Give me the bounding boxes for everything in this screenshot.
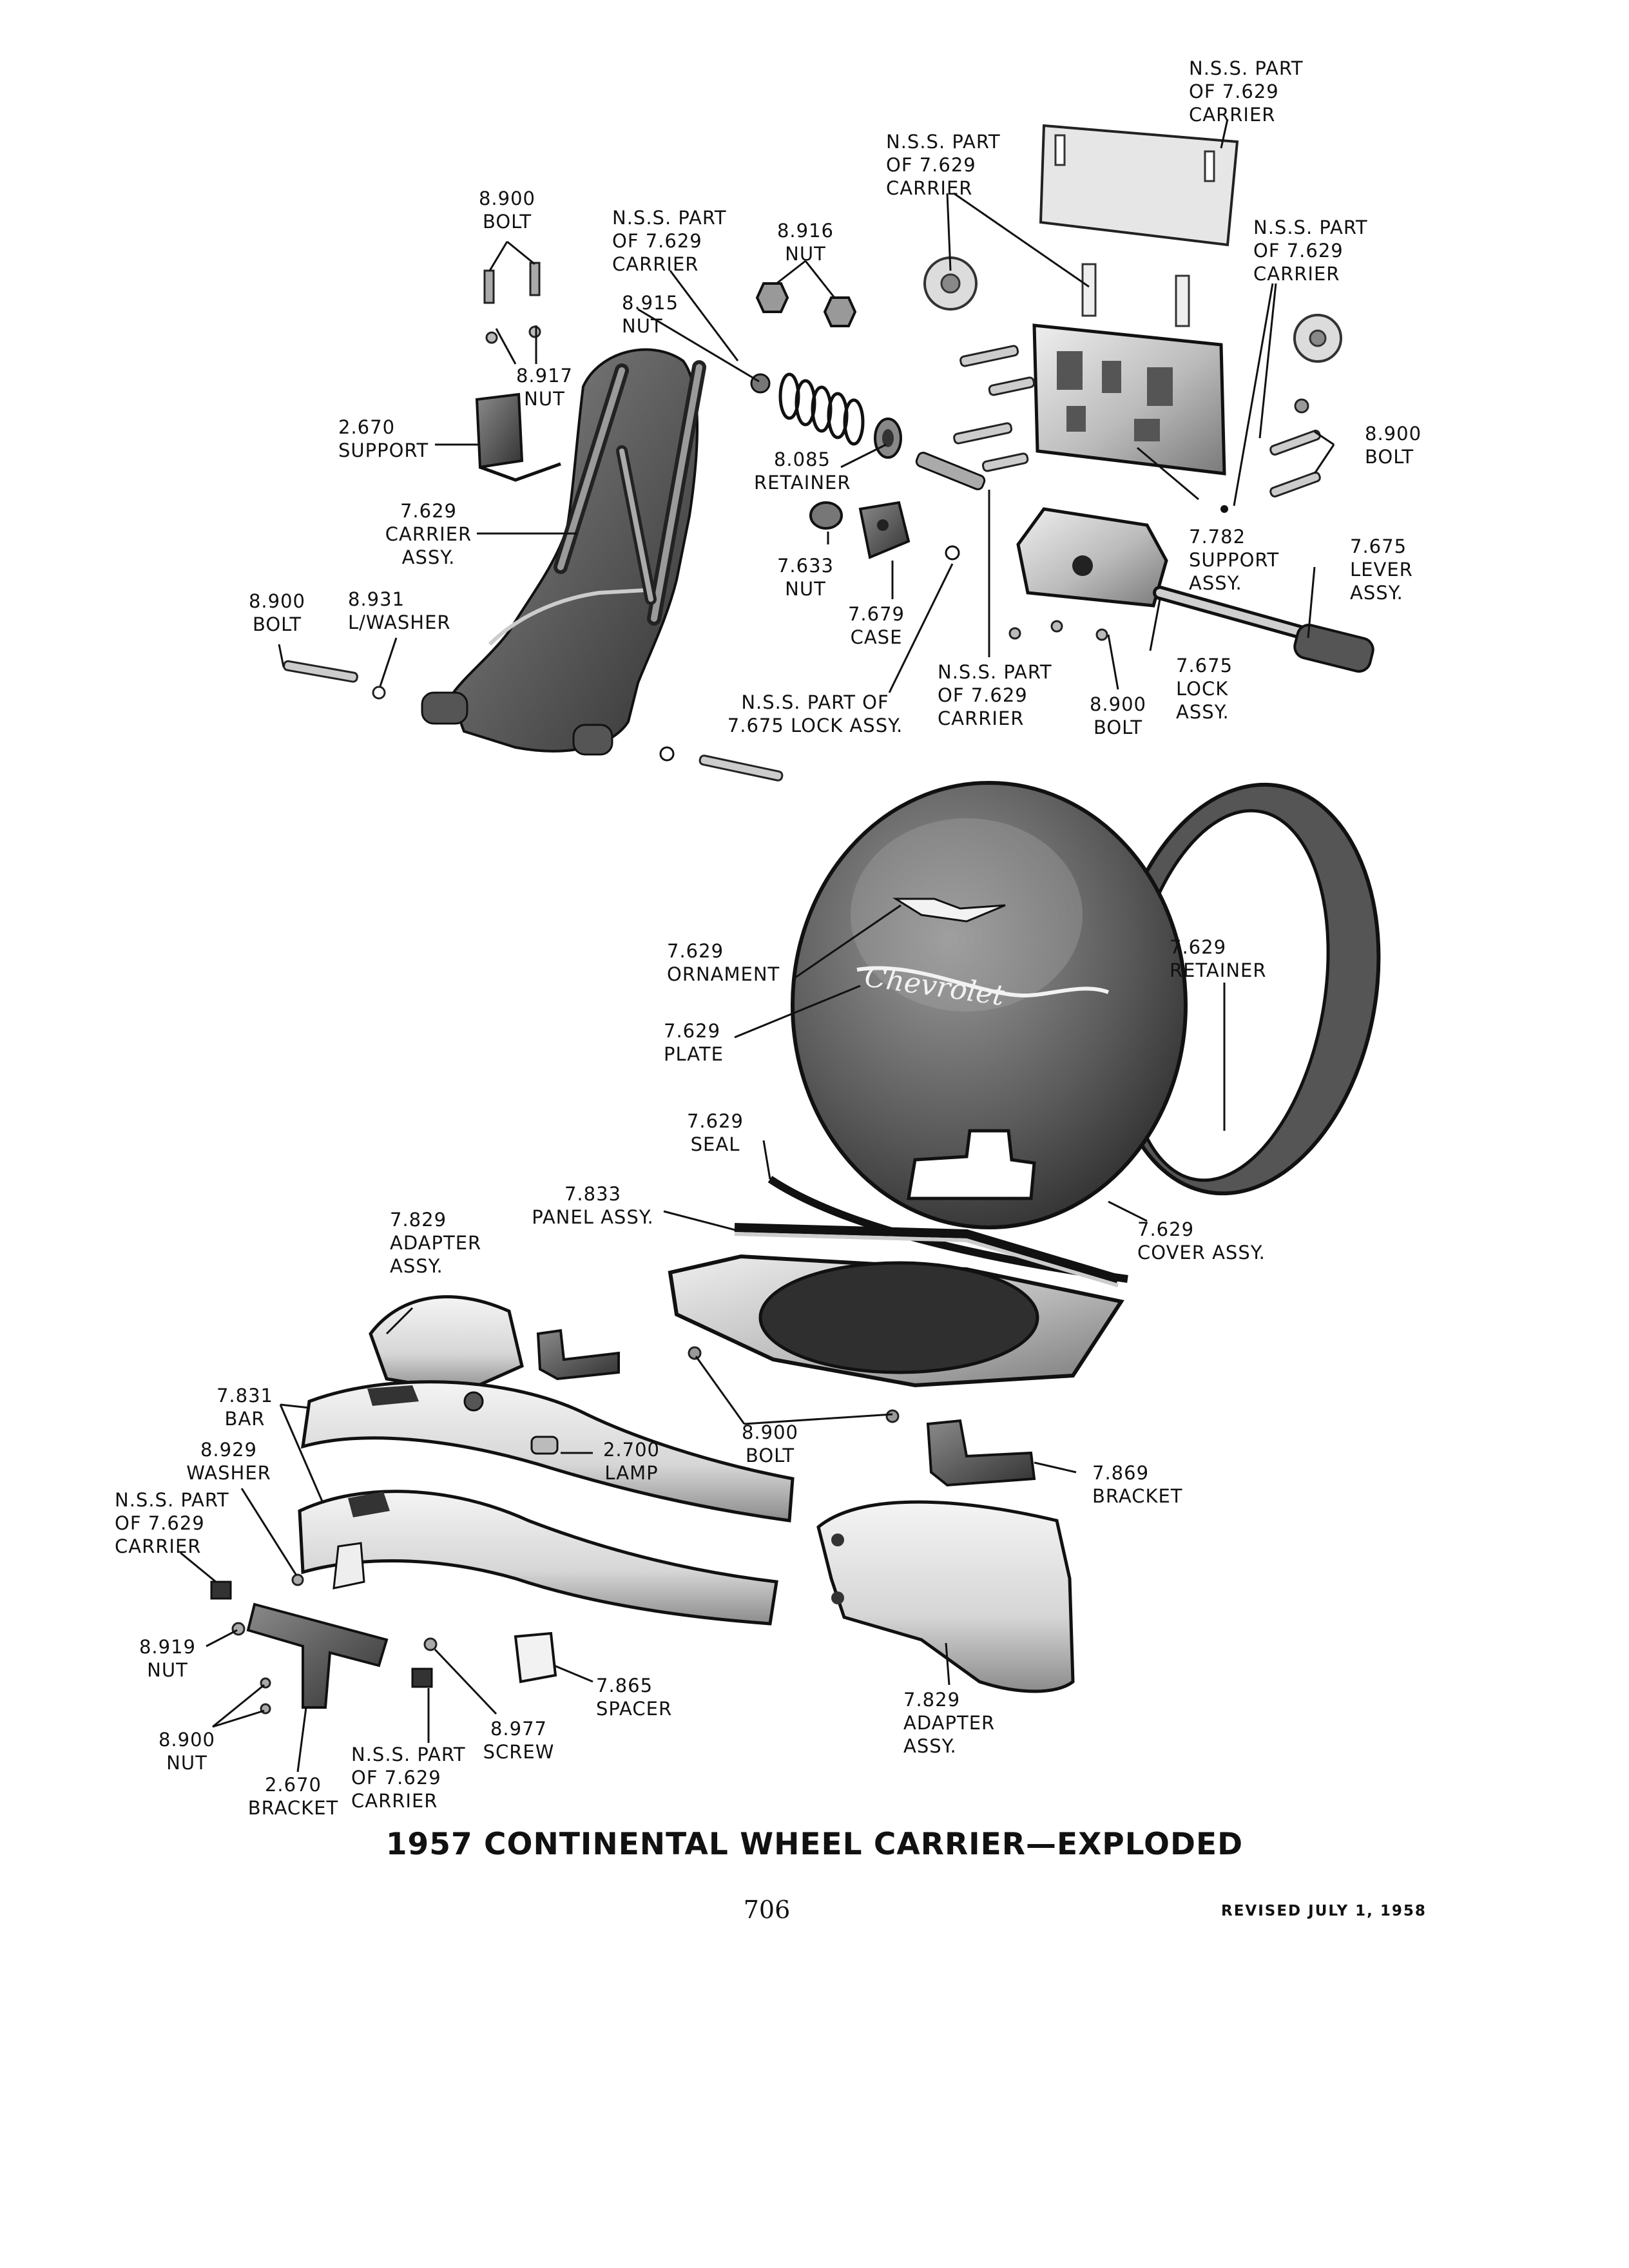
panel-assembly-7833 [668, 1223, 1124, 1388]
callout-label: 7.869 BRACKET [1092, 1462, 1183, 1507]
support-assy-7782-part [1032, 323, 1226, 476]
bar-7831-part [298, 1380, 795, 1626]
nut-8900-pair-part [260, 1677, 271, 1715]
bolts-right-stack [1220, 398, 1321, 513]
lock-washer-part [945, 545, 960, 561]
callout-label: N.S.S. PART OF 7.629 CARRIER [612, 207, 727, 275]
callout-label: 7.833 PANEL ASSY. [532, 1183, 654, 1228]
bolt-8900-pair-top [483, 262, 541, 304]
bracket-upper [536, 1329, 620, 1381]
spacer-strips [1081, 263, 1190, 327]
lamp-2700-part [530, 1436, 559, 1455]
leader-lines [180, 119, 1335, 1773]
callout-label: 7.829 ADAPTER ASSY. [903, 1689, 996, 1757]
revision-note: REVISED JULY 1, 1958 [1221, 1903, 1427, 1919]
nut-7633-part [809, 501, 843, 530]
nut-8917-pair [485, 325, 541, 344]
callout-label: N.S.S. PART OF 7.629 CARRIER [1253, 216, 1368, 285]
callout-label: 8.900 BOLT [478, 187, 536, 233]
lock-assembly-7675-part [1008, 507, 1374, 673]
callout-label: 2.670 BRACKET [247, 1774, 339, 1819]
callout-label: 7.629 SEAL [686, 1110, 744, 1155]
callout-label: N.S.S. PART OF 7.629 CARRIER [351, 1744, 466, 1812]
callout-label: 7.633 NUT [776, 555, 834, 600]
bracket-7869-part [926, 1419, 1036, 1487]
bracket-2670-part [246, 1602, 389, 1709]
callout-label: 8.900 NUT [158, 1729, 216, 1774]
callout-label: 7.675 LEVER ASSY. [1350, 535, 1413, 604]
carrier-plate-top [1039, 124, 1239, 247]
callout-label: 8.917 NUT [516, 365, 574, 410]
spacer-small [333, 1542, 365, 1590]
nut-8916-pair [755, 282, 857, 327]
adapter-assembly-7829-bottom-part [816, 1500, 1075, 1693]
bolts-left-stack [953, 345, 1036, 472]
callout-label: 7.629 COVER ASSY. [1137, 1218, 1266, 1264]
callout-label: 7.629 PLATE [664, 1020, 724, 1065]
callout-label: 7.675 LOCK ASSY. [1176, 655, 1233, 723]
nut-8919-part [231, 1622, 246, 1636]
lock-rod [915, 452, 986, 490]
callout-label: 8.900 BOLT [1365, 423, 1422, 468]
callout-label: 8.900 BOLT [741, 1421, 799, 1466]
callout-label: N.S.S. PART OF 7.675 LOCK ASSY. [727, 691, 903, 736]
callout-label: 7.629 CARRIER ASSY. [385, 500, 472, 568]
callout-label: 2.700 LAMP [602, 1439, 660, 1484]
callout-label: 7.629 RETAINER [1170, 936, 1267, 981]
cover-assembly-7629: Chevrolet [791, 781, 1381, 1229]
pin-bottom [699, 754, 784, 782]
callout-label: 8.919 NUT [139, 1636, 197, 1681]
callout-label: 8.915 NUT [622, 292, 679, 337]
callout-label: N.S.S. PART OF 7.629 CARRIER [1189, 57, 1304, 126]
adapter-assembly-7829-top-part [369, 1295, 524, 1394]
disc-left [923, 256, 978, 311]
callout-label: N.S.S. PART OF 7.629 CARRIER [938, 661, 1052, 729]
disc-right [1293, 314, 1342, 363]
panel-bolt-hole [885, 1409, 900, 1423]
callout-label: 7.782 SUPPORT ASSY. [1189, 526, 1280, 594]
figure-title: 1957 CONTINENTAL WHEEL CARRIER—EXPLODED [385, 1827, 1244, 1862]
callout-label: 7.829 ADAPTER ASSY. [390, 1209, 482, 1277]
support-2670-part [475, 392, 561, 482]
carrier-clip-bottom [411, 1667, 433, 1688]
spring [778, 372, 865, 446]
spacer-7865-part [514, 1631, 557, 1684]
callout-label: N.S.S. PART OF 7.629 CARRIER [115, 1489, 229, 1557]
bolt-8900-panel-part [688, 1346, 702, 1360]
case-7679-part [858, 501, 911, 559]
callout-label: 8.900 BOLT [248, 590, 306, 635]
callout-label: 8.916 NUT [776, 220, 834, 265]
callout-label: 8.085 RETAINER [754, 448, 851, 494]
callout-label: 8.931 L/WASHER [348, 588, 451, 633]
page-number: 706 [743, 1896, 791, 1924]
callout-label: 8.977 SCREW [483, 1718, 555, 1763]
callout-label: 7.629 ORNAMENT [667, 940, 780, 985]
screw-8977-part [423, 1637, 438, 1651]
washer-8929-part [291, 1573, 304, 1586]
callout-label: 8.900 BOLT [1089, 693, 1147, 738]
callout-label: 7.831 BAR [216, 1385, 274, 1430]
callout-label: 8.929 WASHER [186, 1439, 271, 1484]
callout-label: 7.679 CASE [847, 603, 905, 648]
retainer-8085-part [874, 418, 902, 459]
callout-label: N.S.S. PART OF 7.629 CARRIER [886, 131, 1001, 199]
callout-label: 2.670 SUPPORT [338, 416, 429, 461]
callout-label: 7.865 SPACER [596, 1675, 673, 1720]
bolt-8900-left-part [283, 660, 386, 700]
nut-8915-part [750, 373, 771, 394]
carrier-clip-left [210, 1581, 232, 1600]
